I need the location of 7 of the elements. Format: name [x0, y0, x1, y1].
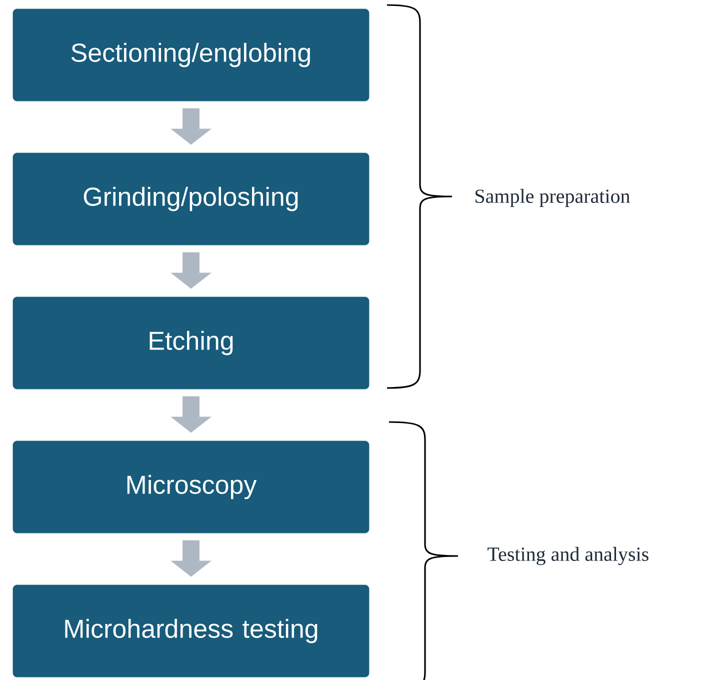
process-box: Grinding/poloshing — [12, 152, 370, 246]
bracket-label: Sample preparation — [476, 188, 630, 208]
process-box: Microhardness testing — [12, 584, 370, 678]
process-box: Microscopy — [12, 440, 370, 534]
bracket-label: Testing and analysis — [488, 546, 648, 566]
process-box: Etching — [12, 296, 370, 390]
process-box: Sectioning/englobing — [12, 8, 370, 102]
